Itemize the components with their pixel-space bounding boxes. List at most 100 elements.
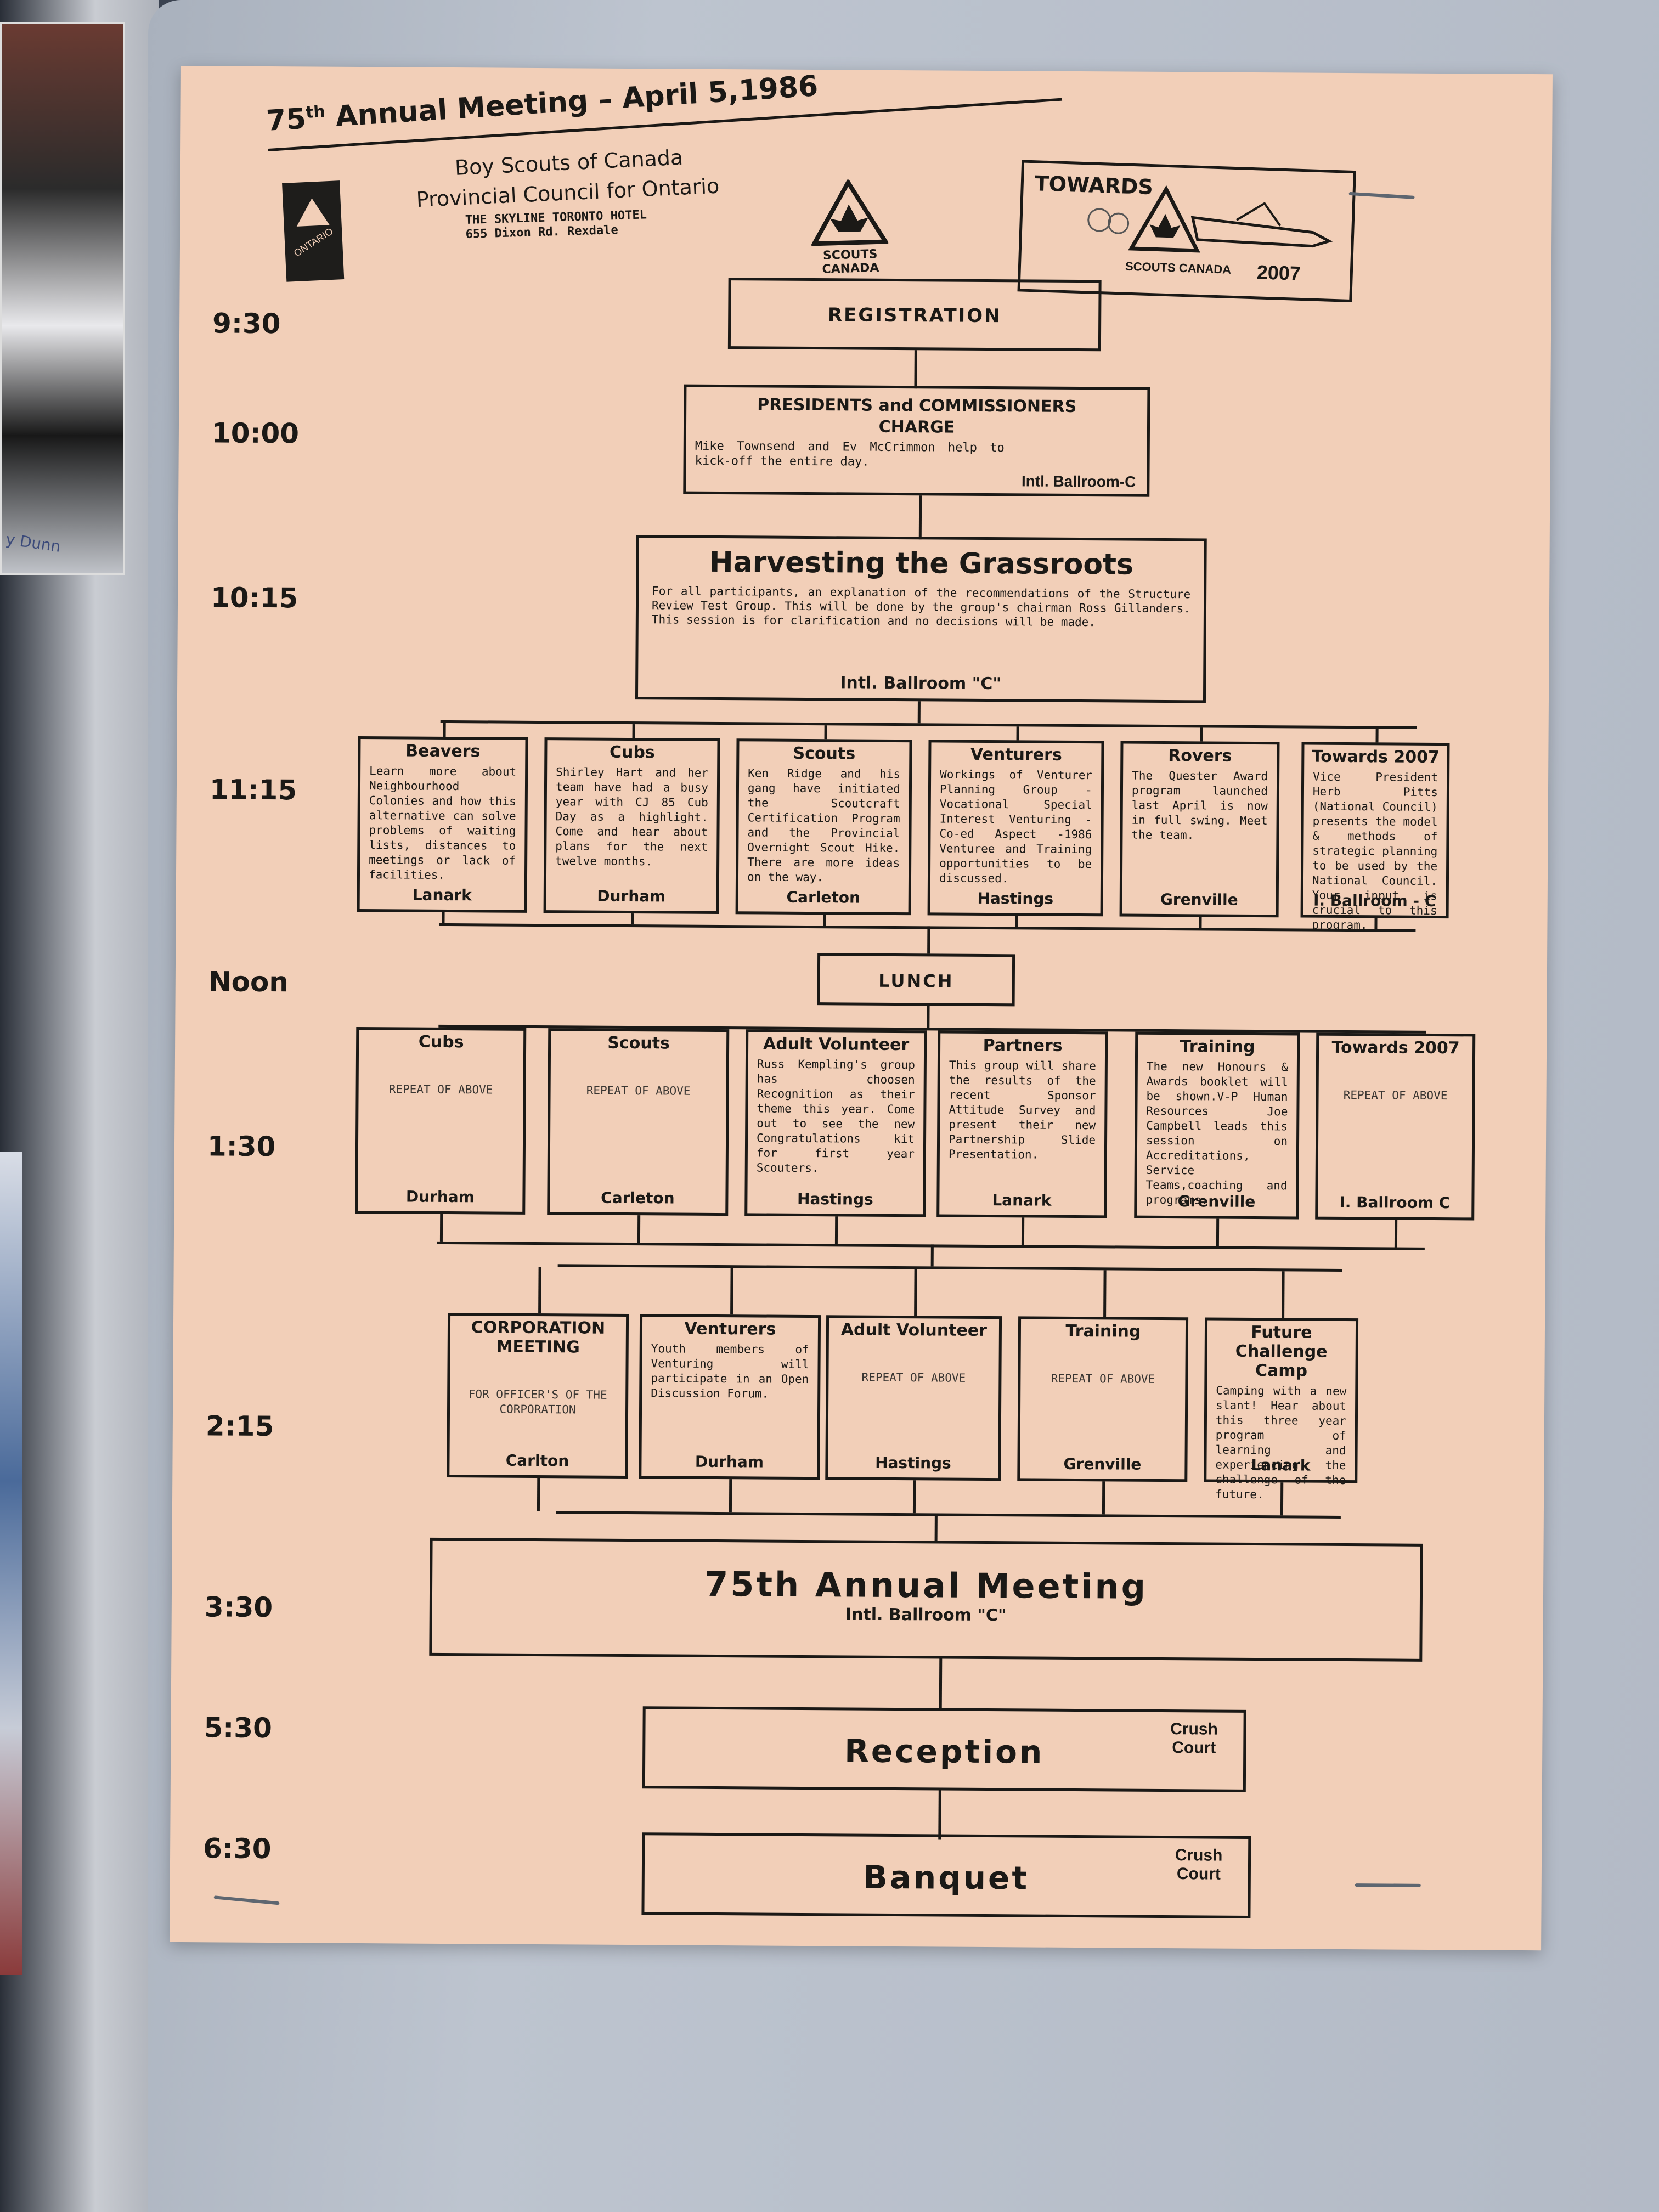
banquet-box: Banquet Crush Court: [641, 1832, 1251, 1918]
harvesting-title: Harvesting the Grassroots: [709, 545, 1134, 582]
connector: [1282, 1271, 1285, 1318]
connector: [1021, 1217, 1025, 1245]
branch-line: [557, 1264, 1342, 1272]
time-1730: 5:30: [204, 1712, 273, 1745]
session-desc: Youth members of Venturing will particip…: [651, 1342, 809, 1401]
session-title: Training: [1065, 1321, 1141, 1341]
time-1000: 10:00: [211, 417, 300, 450]
session-room: Hastings: [797, 1189, 873, 1209]
session-room: Durham: [695, 1452, 764, 1471]
presidents-subtitle: CHARGE: [878, 417, 955, 437]
scouts-tent-icon: [810, 178, 890, 246]
left-album-page: y Dunn: [0, 0, 159, 2212]
session-desc: REPEAT OF ABOVE: [1343, 1088, 1448, 1103]
staple: [213, 1895, 280, 1905]
session-room: Carleton: [601, 1188, 675, 1207]
org-name: Boy Scouts of Canada: [454, 145, 684, 180]
session-room: Grenville: [1063, 1454, 1142, 1474]
connector: [439, 1214, 443, 1242]
banquet-title: Banquet: [863, 1858, 1030, 1897]
session-desc: REPEAT OF ABOVE: [861, 1370, 966, 1385]
harvesting-box: Harvesting the Grassroots For all partic…: [635, 535, 1207, 703]
annual-meeting-box: 75th Annual Meeting Intl. Ballroom "C": [429, 1537, 1423, 1662]
page-title: 75th Annual Meeting – April 5,1986: [265, 54, 1063, 151]
reception-room: Crush Court: [1170, 1720, 1218, 1757]
session-title: Venturers: [684, 1319, 776, 1339]
connector: [914, 350, 917, 389]
session-title: Towards 2007: [1331, 1037, 1460, 1058]
title-sup: th: [304, 101, 326, 123]
towards-scouts-text: SCOUTS CANADA: [1125, 259, 1232, 276]
session-desc: This group will share the results of the…: [948, 1058, 1096, 1161]
connector: [1016, 726, 1019, 741]
session-title: Cubs: [609, 742, 655, 763]
session-desc: Vice President Herb Pitts (National Coun…: [1312, 770, 1438, 932]
connector: [934, 1513, 938, 1541]
staple: [1355, 1883, 1421, 1887]
connector: [1394, 1220, 1398, 1248]
session-desc: REPEAT OF ABOVE: [1051, 1372, 1155, 1386]
connector: [1200, 727, 1203, 742]
session-room: Durham: [597, 887, 666, 906]
session-room: Lanark: [412, 885, 472, 905]
connector: [1199, 917, 1202, 928]
session-room: Carleton: [786, 888, 861, 907]
session-desc: Russ Kempling's group has choosen Recogn…: [756, 1057, 915, 1175]
session-title: Scouts: [793, 743, 856, 764]
presidents-desc: Mike Townsend and Ev McCrimmon help to k…: [695, 439, 1005, 469]
scouts-logo-text: SCOUTS CANADA: [822, 247, 879, 276]
session-title: Scouts: [607, 1033, 670, 1053]
session-room: Hastings: [977, 889, 1054, 908]
presidents-room: Intl. Ballroom-C: [1021, 472, 1136, 490]
presidents-box: PRESIDENTS and COMMISSIONERS CHARGE Mike…: [683, 384, 1150, 497]
time-1415: 2:15: [205, 1410, 274, 1443]
shuttle-icon: [1087, 185, 1333, 253]
session-desc: The Quester Award program launched last …: [1131, 769, 1268, 842]
connector: [927, 1006, 930, 1028]
registration-label: REGISTRATION: [827, 304, 1002, 328]
scouts-canada-logo: SCOUTS CANADA: [793, 178, 906, 276]
harvesting-desc: For all participants, an explanation of …: [651, 584, 1191, 629]
time-0930: 9:30: [212, 307, 281, 340]
connector: [538, 1267, 541, 1314]
connector: [1374, 918, 1378, 929]
session-desc: The new Honours & Awards booklet will be…: [1146, 1059, 1288, 1207]
session-desc: Shirley Hart and her team have had a bus…: [555, 765, 709, 868]
reception-title: Reception: [844, 1732, 1045, 1771]
connector: [1216, 1218, 1220, 1246]
venue: THE SKYLINE TORONTO HOTEL 655 Dixon Rd. …: [465, 208, 648, 242]
session-room: I. Ballroom C: [1339, 1193, 1451, 1212]
ontario-logo: ONTARIO: [282, 180, 345, 282]
session-desc: REPEAT OF ABOVE: [388, 1082, 493, 1097]
session-title: Cubs: [418, 1032, 464, 1052]
connector: [1102, 1481, 1105, 1515]
connector: [938, 1790, 941, 1840]
connector: [930, 1244, 934, 1267]
connector: [912, 1480, 916, 1514]
photo-strip: [0, 1152, 22, 1975]
session-room: Lanark: [1251, 1455, 1311, 1475]
session-room: I. Ballroom - C: [1313, 891, 1436, 911]
session-title: Venturers: [970, 744, 1062, 765]
session-desc: FOR OFFICER'S OF THE CORPORATION: [468, 1387, 607, 1417]
lunch-box: LUNCH: [817, 953, 1015, 1007]
towards-year: 2007: [1256, 261, 1301, 285]
towards-2007-logo: TOWARDS SCOUTS CANADA 2007: [1017, 160, 1356, 302]
connector: [1280, 1482, 1284, 1516]
banquet-room: Crush Court: [1175, 1846, 1223, 1883]
staple: [1348, 191, 1415, 199]
annual-meeting-title: 75th Annual Meeting: [704, 1564, 1148, 1607]
session-title: Beavers: [405, 741, 481, 761]
connector: [918, 495, 922, 540]
connector: [729, 1479, 732, 1513]
